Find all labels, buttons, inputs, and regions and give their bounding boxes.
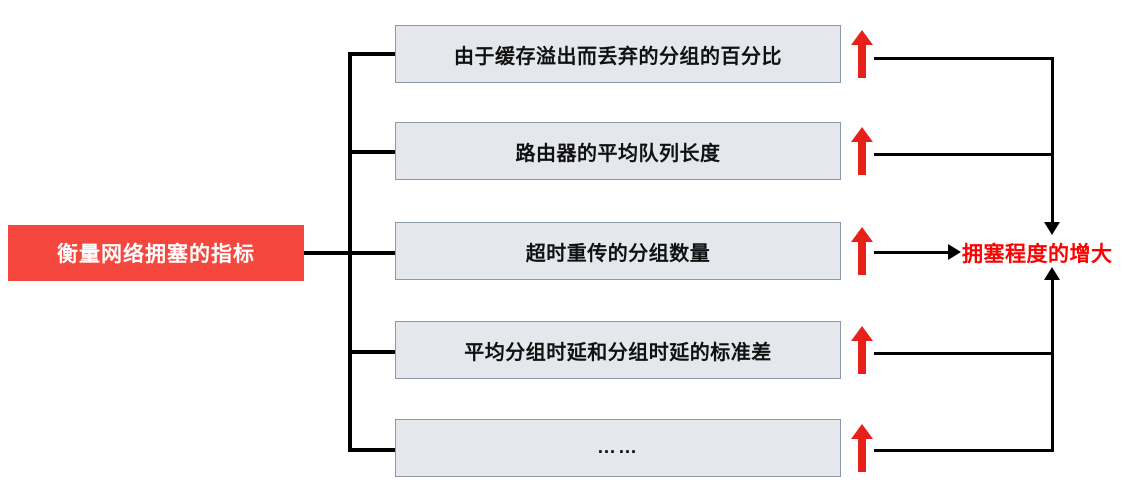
bracket-branch-3 [348,251,396,255]
outcome-label: 拥塞程度的增大 [962,243,1113,266]
metric-box-5: …… [395,419,841,477]
arrow-up-icon [851,227,873,275]
arrow-up-icon [851,127,873,175]
source-box-label: 衡量网络拥塞的指标 [57,243,255,266]
trend-up-arrow-1 [851,30,873,78]
metric-box-2-label: 路由器的平均队列长度 [515,142,721,165]
metric-box-5-label: …… [597,437,639,458]
connector-bus-top [1051,57,1054,229]
arrow-up-icon [851,424,873,472]
bracket-branch-4 [348,350,396,354]
trend-up-arrow-4 [851,326,873,374]
metric-box-4-label: 平均分组时延和分组时延的标准差 [464,341,772,364]
connector-row-2 [874,153,1054,156]
metric-box-4: 平均分组时延和分组时延的标准差 [395,321,841,379]
connector-row-4 [874,352,1054,355]
source-box: 衡量网络拥塞的指标 [8,225,304,281]
arrowhead-into-outcome-bottom [1044,267,1060,280]
bracket-branch-5 [348,448,396,452]
arrow-up-icon [851,326,873,374]
connector-row-5 [874,449,1054,452]
bracket-branch-2 [348,150,396,154]
bracket-stem [304,251,352,255]
arrowhead-into-outcome-left [948,244,961,260]
metric-box-3-label: 超时重传的分组数量 [525,242,711,265]
metric-box-1: 由于缓存溢出而丢弃的分组的百分比 [395,25,841,83]
trend-up-arrow-5 [851,424,873,472]
trend-up-arrow-2 [851,127,873,175]
metric-box-1-label: 由于缓存溢出而丢弃的分组的百分比 [454,45,782,68]
metric-box-3: 超时重传的分组数量 [395,222,841,280]
connector-row-3 [874,251,950,254]
trend-up-arrow-3 [851,227,873,275]
metric-box-2: 路由器的平均队列长度 [395,122,841,180]
arrowhead-into-outcome-top [1044,222,1060,235]
arrow-up-icon [851,30,873,78]
connector-row-1 [874,57,1054,60]
bracket-branch-1 [348,52,396,56]
connector-bus-bottom [1051,278,1054,452]
